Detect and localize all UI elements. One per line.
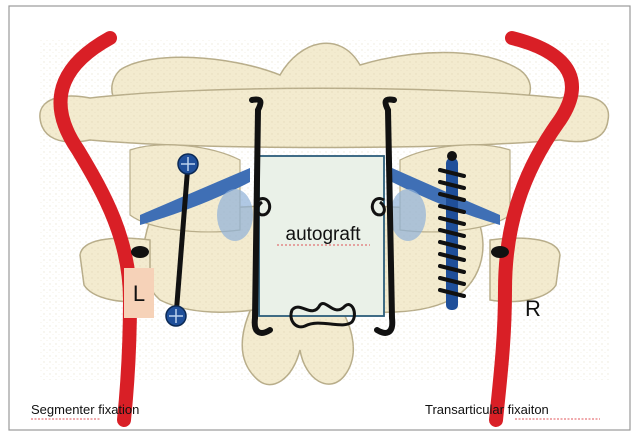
- right-marker-label: R: [525, 296, 541, 321]
- left-caption: Segmenter fixation: [31, 402, 139, 417]
- lower-screw-head: [166, 306, 186, 326]
- left-foramen: [131, 246, 149, 258]
- upper-screw-head: [178, 154, 198, 174]
- left-marker-label: L: [133, 281, 145, 306]
- right-caption: Transarticular fixaiton: [425, 402, 549, 417]
- left-joint-shade: [217, 189, 253, 241]
- autograft-label: autograft: [286, 224, 362, 245]
- right-foramen: [491, 246, 509, 258]
- right-joint-shade: [390, 189, 426, 241]
